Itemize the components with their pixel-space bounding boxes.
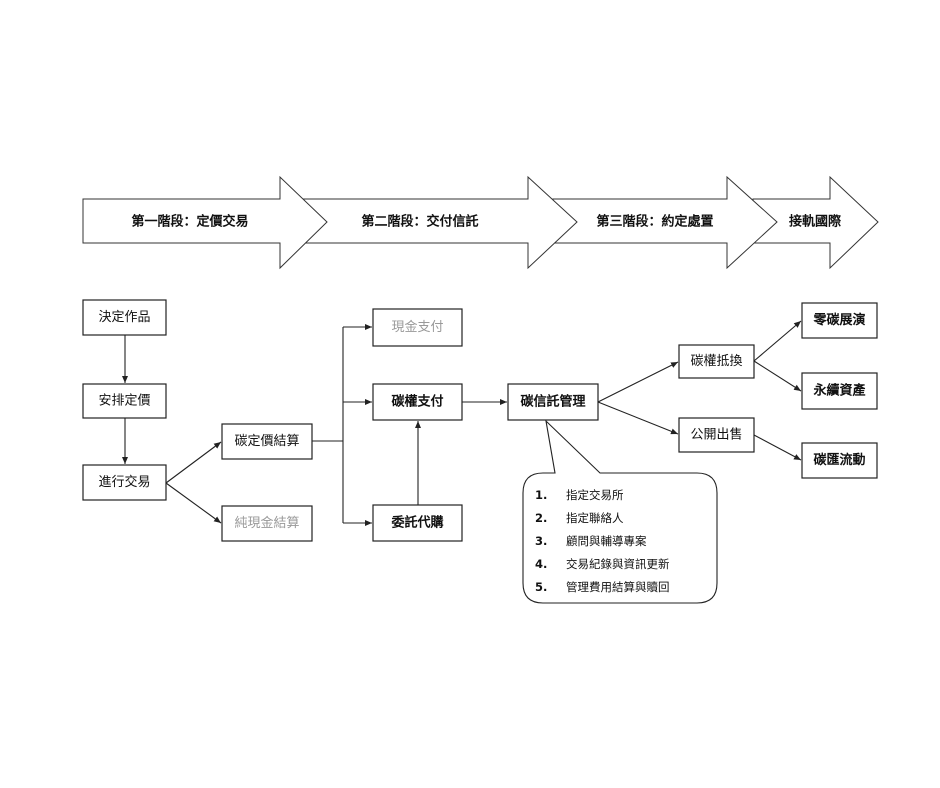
node-carbon-sink-flow: 碳匯流動 <box>801 442 878 479</box>
callout-bubble: 1. 指定交易所 2. 指定聯絡人 3. 顧問與輔導專案 4. 交易紀錄與資訊更新 5.… <box>522 419 718 604</box>
node-label: 碳定價結算 <box>234 434 299 449</box>
node-conduct-trade: 進行交易 <box>82 464 167 501</box>
callout-item-5: 5. 管理費用結算與贖回 <box>535 580 670 594</box>
stage-label: 接軌國際 <box>789 214 842 230</box>
svg-text:4.: 4. <box>535 557 547 571</box>
node-label: 現金支付 <box>391 319 443 335</box>
node-label: 永續資產 <box>812 383 865 399</box>
node-label: 委託代購 <box>390 515 443 531</box>
node-cash-payment: 現金支付 <box>372 308 463 347</box>
svg-text:管理費用結算與贖回: 管理費用結算與贖回 <box>566 580 670 594</box>
callout-item-4: 4. 交易紀錄與資訊更新 <box>535 557 670 571</box>
callout-item-3: 3. 顧問與輔導專案 <box>535 534 647 548</box>
stage-arrow-1: 第一階段：定價交易 <box>82 175 328 270</box>
node-label: 碳信託管理 <box>520 394 585 410</box>
node-label: 決定作品 <box>98 310 150 325</box>
node-carbon-offset: 碳權抵換 <box>678 344 755 379</box>
stage-arrow-3: 第三階段：約定處置 <box>552 175 778 270</box>
node-carbon-pricing-settlement: 碳定價結算 <box>221 423 313 460</box>
node-label: 碳匯流動 <box>813 452 865 468</box>
node-label: 碳權支付 <box>391 394 443 410</box>
node-pure-cash-settlement: 純現金結算 <box>221 505 313 542</box>
callout-item-1: 1. 指定交易所 <box>535 488 624 502</box>
node-label: 零碳展演 <box>812 312 865 328</box>
stage-arrow-2: 第二階段：交付信託 <box>302 175 578 270</box>
node-label: 碳權抵換 <box>690 354 742 369</box>
svg-text:1.: 1. <box>535 488 547 502</box>
node-public-sale: 公開出售 <box>678 417 755 453</box>
svg-text:3.: 3. <box>535 534 547 548</box>
node-label: 公開出售 <box>690 427 742 443</box>
svg-text:顧問與輔導專案: 顧問與輔導專案 <box>566 534 647 548</box>
svg-text:交易紀錄與資訊更新: 交易紀錄與資訊更新 <box>566 557 670 571</box>
stage-arrow-4: 接軌國際 <box>752 175 879 270</box>
svg-text:2.: 2. <box>535 511 547 525</box>
svg-text:5.: 5. <box>535 580 547 594</box>
stage-label: 第一階段：定價交易 <box>131 214 248 230</box>
node-zero-carbon-exhibition: 零碳展演 <box>801 302 878 339</box>
node-label: 純現金結算 <box>234 515 299 531</box>
connectors <box>122 320 802 526</box>
stage-label: 第二階段：交付信託 <box>361 214 478 230</box>
node-carbon-credit-payment: 碳權支付 <box>372 383 463 421</box>
node-arrange-pricing: 安排定價 <box>82 383 167 419</box>
node-label: 安排定價 <box>98 394 150 409</box>
node-sustainable-asset: 永續資產 <box>801 372 878 410</box>
stage-label: 第三階段：約定處置 <box>596 214 713 230</box>
node-decide-work: 決定作品 <box>82 299 167 336</box>
node-label: 進行交易 <box>98 474 150 490</box>
callout-item-2: 2. 指定聯絡人 <box>535 511 624 525</box>
node-carbon-trust-management: 碳信託管理 <box>507 383 599 421</box>
node-commissioned-purchase: 委託代購 <box>372 504 463 542</box>
svg-text:指定交易所: 指定交易所 <box>566 488 624 502</box>
svg-text:指定聯絡人: 指定聯絡人 <box>566 511 624 525</box>
